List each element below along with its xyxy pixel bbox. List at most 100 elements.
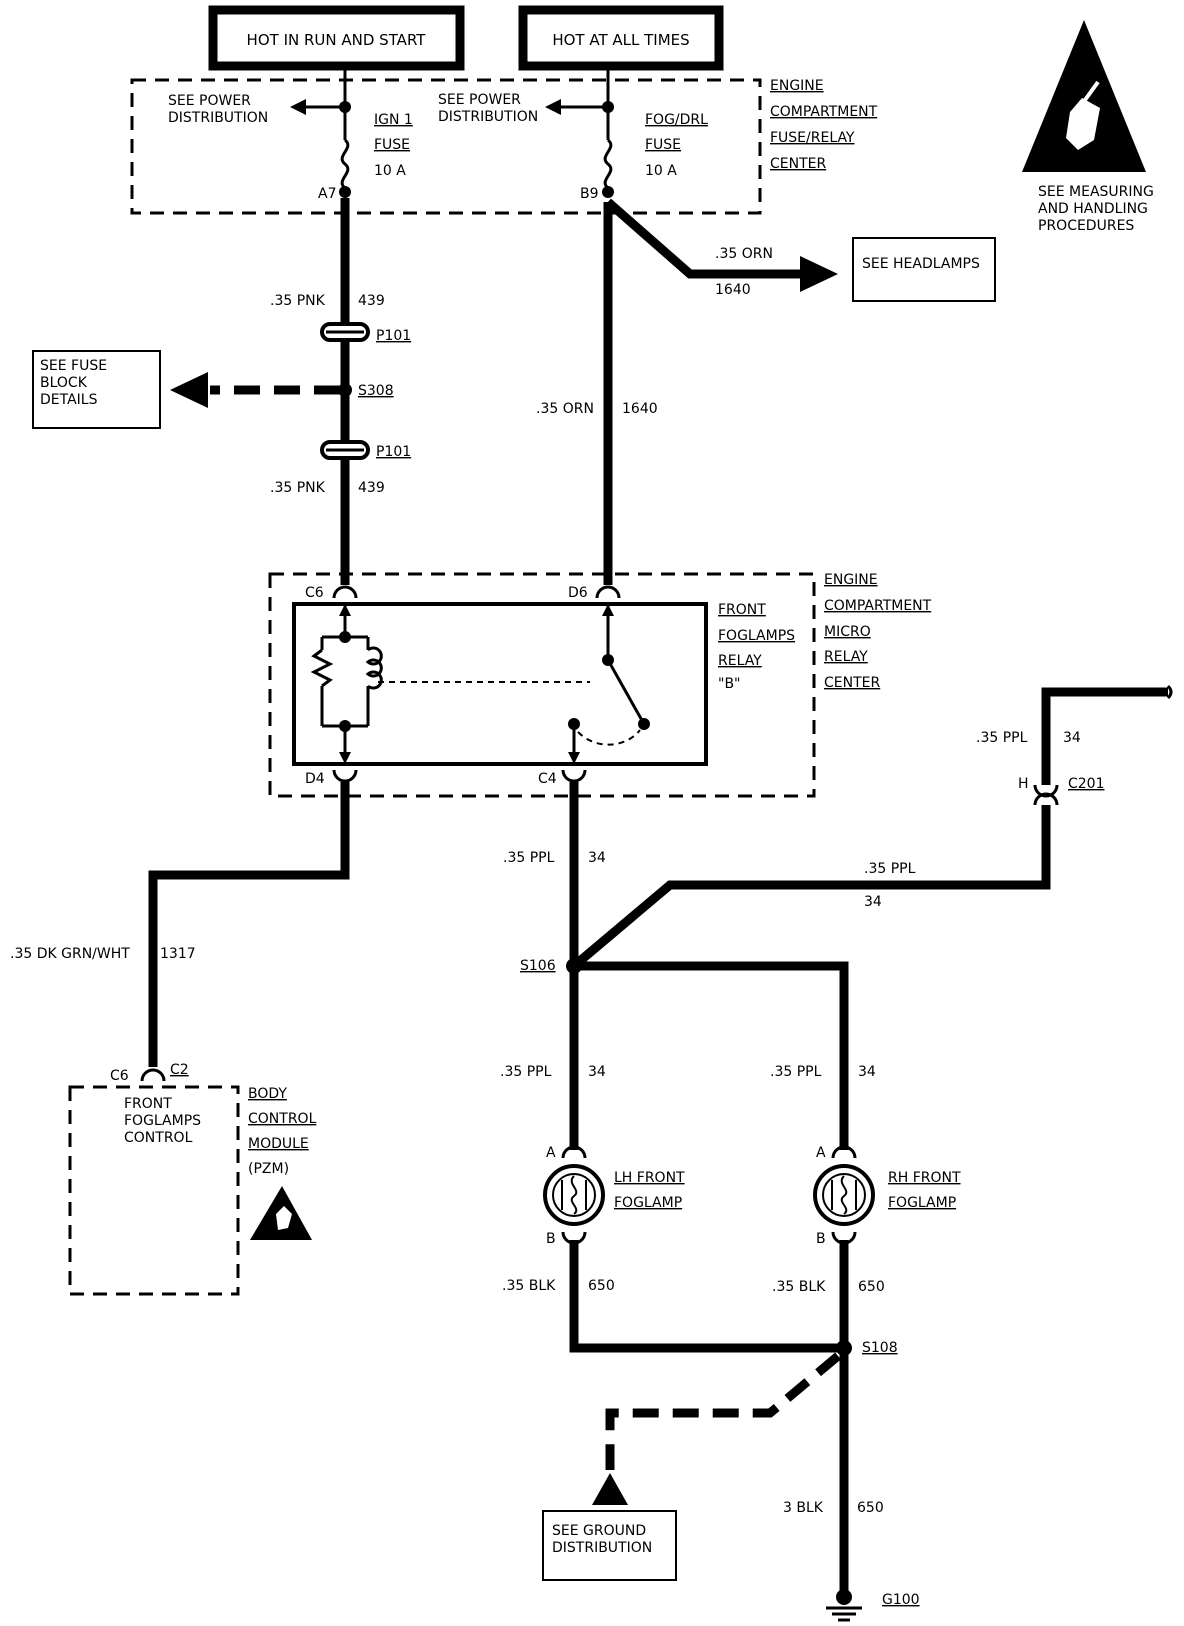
- svg-text:34: 34: [864, 894, 882, 910]
- svg-text:D6: D6: [568, 585, 588, 601]
- svg-text:MODULE: MODULE: [248, 1136, 309, 1152]
- p101-connector-top: P101: [320, 322, 411, 344]
- ground-circuit: .35 BLK 650 .35 BLK 650 S108 SEE GROUND …: [502, 1240, 920, 1622]
- svg-text:1640: 1640: [622, 401, 658, 417]
- fuse-block-branch: SEE FUSE BLOCK DETAILS: [32, 350, 340, 429]
- svg-text:SEE GROUND: SEE GROUND: [552, 1523, 646, 1539]
- svg-text:.35 PNK: .35 PNK: [270, 293, 326, 309]
- s108-label: S108: [862, 1340, 898, 1356]
- svg-text:MICRO: MICRO: [824, 624, 871, 640]
- svg-text:P101: P101: [376, 328, 411, 344]
- svg-text:SEE POWER: SEE POWER: [438, 92, 521, 108]
- svg-text:650: 650: [858, 1279, 885, 1295]
- svg-text:.35 BLK: .35 BLK: [772, 1279, 826, 1295]
- g100-label: G100: [882, 1592, 920, 1608]
- svg-text:A: A: [816, 1145, 826, 1161]
- svg-text:H: H: [1018, 776, 1029, 792]
- svg-text:A7: A7: [318, 186, 336, 202]
- relay-coil-icon: [310, 604, 590, 764]
- pnk-circuit: .35 PNK 439 P101 S308 P101 .35 PNK 439: [270, 198, 411, 585]
- svg-text:BODY: BODY: [248, 1086, 287, 1102]
- svg-text:C6: C6: [110, 1068, 129, 1084]
- svg-text:.35 DK GRN/WHT: .35 DK GRN/WHT: [10, 946, 130, 962]
- svg-text:P101: P101: [376, 444, 411, 460]
- svg-text:10 A: 10 A: [374, 163, 406, 179]
- svg-text:LH FRONT: LH FRONT: [614, 1170, 685, 1186]
- svg-text:.35 PPL: .35 PPL: [976, 730, 1028, 746]
- s308-label: S308: [358, 383, 394, 399]
- svg-text:AND HANDLING: AND HANDLING: [1038, 201, 1148, 217]
- svg-text:DETAILS: DETAILS: [40, 392, 98, 408]
- svg-text:34: 34: [588, 1064, 606, 1080]
- svg-text:BLOCK: BLOCK: [40, 375, 88, 391]
- svg-text:IGN 1: IGN 1: [374, 112, 413, 128]
- svg-text:SEE POWER: SEE POWER: [168, 93, 251, 109]
- bcm-wire: .35 DK GRN/WHT 1317: [10, 782, 350, 1067]
- hot-all-times-label: HOT AT ALL TIMES: [552, 31, 689, 49]
- s106-label: S106: [520, 958, 556, 974]
- svg-text:FOGLAMPS: FOGLAMPS: [718, 628, 795, 644]
- svg-text:B: B: [816, 1231, 826, 1247]
- svg-text:A: A: [546, 1145, 556, 1161]
- svg-text:1317: 1317: [160, 946, 196, 962]
- see-power-distribution-1: SEE POWER DISTRIBUTION: [168, 93, 345, 126]
- fuse-relay-center-outline: [130, 78, 762, 215]
- svg-text:DISTRIBUTION: DISTRIBUTION: [552, 1540, 652, 1556]
- svg-text:3 BLK: 3 BLK: [783, 1500, 824, 1516]
- svg-text:COMPARTMENT: COMPARTMENT: [824, 598, 932, 614]
- svg-text:C201: C201: [1068, 776, 1105, 792]
- svg-text:(PZM): (PZM): [248, 1161, 289, 1177]
- svg-text:650: 650: [588, 1278, 615, 1294]
- svg-text:DISTRIBUTION: DISTRIBUTION: [438, 109, 538, 125]
- orn-wire: .35 ORN 1640: [536, 202, 658, 585]
- fog-drl-fuse: FOG/DRL FUSE 10 A B9: [580, 101, 708, 202]
- headlamps-branch: .35 ORN 1640 SEE HEADLAMPS: [605, 198, 996, 302]
- svg-text:.35 ORN: .35 ORN: [536, 401, 594, 417]
- svg-text:B9: B9: [580, 186, 599, 202]
- hot-run-start-label: HOT IN RUN AND START: [247, 31, 427, 49]
- svg-text:SEE MEASURING: SEE MEASURING: [1038, 184, 1154, 200]
- esd-small-icon: [250, 1186, 312, 1240]
- svg-text:FRONT: FRONT: [718, 602, 766, 618]
- svg-text:DISTRIBUTION: DISTRIBUTION: [168, 110, 268, 126]
- svg-text:650: 650: [857, 1500, 884, 1516]
- svg-text:B: B: [546, 1231, 556, 1247]
- front-foglamps-relay-label: FRONT FOGLAMPS RELAY "B": [718, 602, 795, 692]
- svg-text:FOGLAMP: FOGLAMP: [614, 1195, 682, 1211]
- svg-text:.35 PPL: .35 PPL: [503, 850, 555, 866]
- svg-text:FUSE/RELAY: FUSE/RELAY: [770, 130, 855, 146]
- svg-text:34: 34: [1063, 730, 1081, 746]
- svg-text:CONTROL: CONTROL: [248, 1111, 317, 1127]
- svg-text:.35 ORN: .35 ORN: [715, 246, 773, 262]
- svg-text:D4: D4: [305, 771, 325, 787]
- relay-switch-icon: [568, 604, 650, 764]
- svg-text:1640: 1640: [715, 282, 751, 298]
- front-foglamps-relay-box: [292, 602, 708, 766]
- see-headlamps-label: SEE HEADLAMPS: [862, 256, 980, 272]
- svg-text:.35 PPL: .35 PPL: [500, 1064, 552, 1080]
- svg-text:FUSE: FUSE: [645, 137, 681, 153]
- svg-text:.35 PPL: .35 PPL: [770, 1064, 822, 1080]
- svg-text:CONTROL: CONTROL: [124, 1130, 193, 1146]
- svg-text:34: 34: [588, 850, 606, 866]
- micro-relay-center-outline: [268, 572, 816, 798]
- hot-all-times-box: HOT AT ALL TIMES: [518, 5, 724, 71]
- svg-text:.35 BLK: .35 BLK: [502, 1278, 556, 1294]
- svg-text:CENTER: CENTER: [770, 156, 826, 172]
- svg-text:34: 34: [858, 1064, 876, 1080]
- svg-text:FUSE: FUSE: [374, 137, 410, 153]
- svg-text:C2: C2: [170, 1062, 189, 1078]
- svg-text:.35 PPL: .35 PPL: [864, 861, 916, 877]
- svg-text:439: 439: [358, 293, 385, 309]
- svg-text:FOGLAMP: FOGLAMP: [888, 1195, 956, 1211]
- svg-text:10 A: 10 A: [645, 163, 677, 179]
- svg-text:ENGINE: ENGINE: [770, 78, 824, 94]
- esd-warning-icon: SEE MEASURING AND HANDLING PROCEDURES: [1022, 20, 1154, 234]
- svg-text:CENTER: CENTER: [824, 675, 880, 691]
- svg-text:FRONT: FRONT: [124, 1096, 172, 1112]
- see-power-distribution-2: SEE POWER DISTRIBUTION: [438, 92, 608, 125]
- p101-connector-bottom: P101: [320, 440, 411, 460]
- svg-text:ENGINE: ENGINE: [824, 572, 878, 588]
- fuse-relay-center-label: ENGINE COMPARTMENT FUSE/RELAY CENTER: [770, 78, 878, 172]
